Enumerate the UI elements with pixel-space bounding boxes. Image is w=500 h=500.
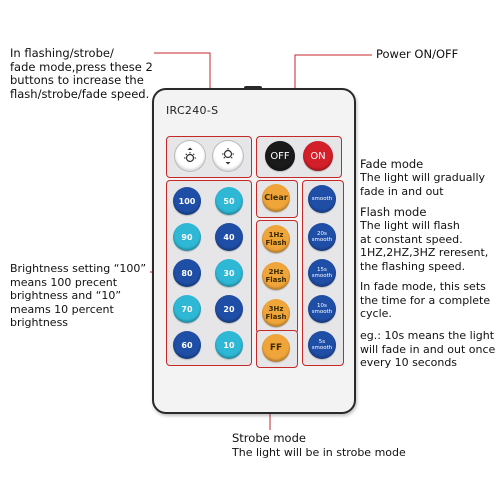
strobe-mode-title: Strobe mode: [232, 431, 306, 445]
brightness-40-button[interactable]: 40: [215, 223, 243, 251]
brightness-50-button[interactable]: 50: [215, 187, 243, 215]
brightness-10-button[interactable]: 10: [215, 331, 243, 359]
remote-control: IRC240-S: [152, 86, 356, 414]
fade-mode-desc: The light will gradually fade in and out: [360, 171, 486, 198]
flash-mode-desc: The light will flash at constant speed. …: [360, 219, 489, 273]
fade-example-annotation: eg.: 10s means the light will fade in an…: [360, 329, 496, 369]
brightness-20-button[interactable]: 20: [215, 295, 243, 323]
brightness-80-button[interactable]: 80: [173, 259, 201, 287]
smooth-20s-button[interactable]: 20s smooth: [308, 223, 336, 251]
flash-2hz-button[interactable]: 2Hz Flash: [262, 262, 290, 290]
flash-button-group: 1Hz Flash 2Hz Flash 3Hz Flash: [256, 220, 298, 334]
power-annotation: Power ON/OFF: [376, 47, 459, 61]
smooth-10s-button[interactable]: 10s smooth: [308, 295, 336, 323]
power-button-group: OFF ON: [256, 136, 342, 178]
brightness-30-button[interactable]: 30: [215, 259, 243, 287]
strobe-ff-button[interactable]: FF: [262, 334, 290, 362]
brightness-60-button[interactable]: 60: [173, 331, 201, 359]
speed-annotation: In flashing/strobe/ fade mode,press thes…: [10, 46, 153, 101]
speed-up-button[interactable]: [175, 141, 205, 171]
speed-button-group: [166, 136, 252, 178]
brightness-annotation: Brightness setting “100” means 100 prece…: [10, 262, 147, 329]
brightness-100-button[interactable]: 100: [173, 187, 201, 215]
fade-button-group: smooth 20s smooth 15s smooth 10s smooth …: [302, 180, 344, 366]
strobe-button-group: FF: [256, 330, 298, 368]
smooth-15s-button[interactable]: 15s smooth: [308, 259, 336, 287]
fade-mode-title: Fade mode: [360, 157, 424, 171]
brightness-up-icon: [184, 147, 196, 163]
fade-time-annotation: In fade mode, this sets the time for a c…: [360, 280, 491, 320]
flash-3hz-button[interactable]: 3Hz Flash: [262, 299, 290, 327]
smooth-5s-button[interactable]: 5s smooth: [308, 331, 336, 359]
strobe-mode-desc: The light will be in strobe mode: [232, 446, 406, 459]
off-button[interactable]: OFF: [265, 141, 295, 171]
model-label: IRC240-S: [166, 104, 219, 117]
smooth-button[interactable]: smooth: [308, 185, 336, 213]
on-button[interactable]: ON: [303, 141, 333, 171]
clear-button[interactable]: Clear: [262, 184, 290, 212]
clear-button-group: Clear: [256, 180, 298, 218]
speed-down-button[interactable]: [213, 141, 243, 171]
brightness-70-button[interactable]: 70: [173, 295, 201, 323]
flash-1hz-button[interactable]: 1Hz Flash: [262, 225, 290, 253]
brightness-button-group: 100 50 90 40 80 30 70 20 60 10: [166, 180, 252, 366]
brightness-down-icon: [222, 148, 234, 165]
flash-mode-title: Flash mode: [360, 205, 427, 219]
brightness-90-button[interactable]: 90: [173, 223, 201, 251]
remote-ir-window: [244, 86, 262, 90]
